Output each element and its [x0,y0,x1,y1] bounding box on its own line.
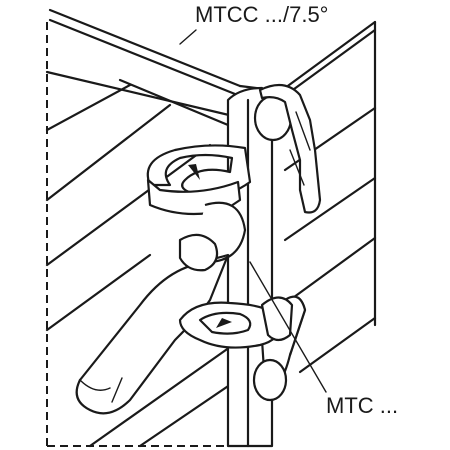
leader-lines [179,29,327,393]
wire-hook-mtc [75,144,294,415]
board-hatching [45,28,377,448]
dashed-frame-outline [46,22,258,448]
bottom-callout-label: MTC ... [326,393,398,418]
top-callout-label: MTCC .../7.5° [195,2,328,27]
lower-round-bar [252,295,307,402]
spring-clip-mtcc [258,83,322,214]
